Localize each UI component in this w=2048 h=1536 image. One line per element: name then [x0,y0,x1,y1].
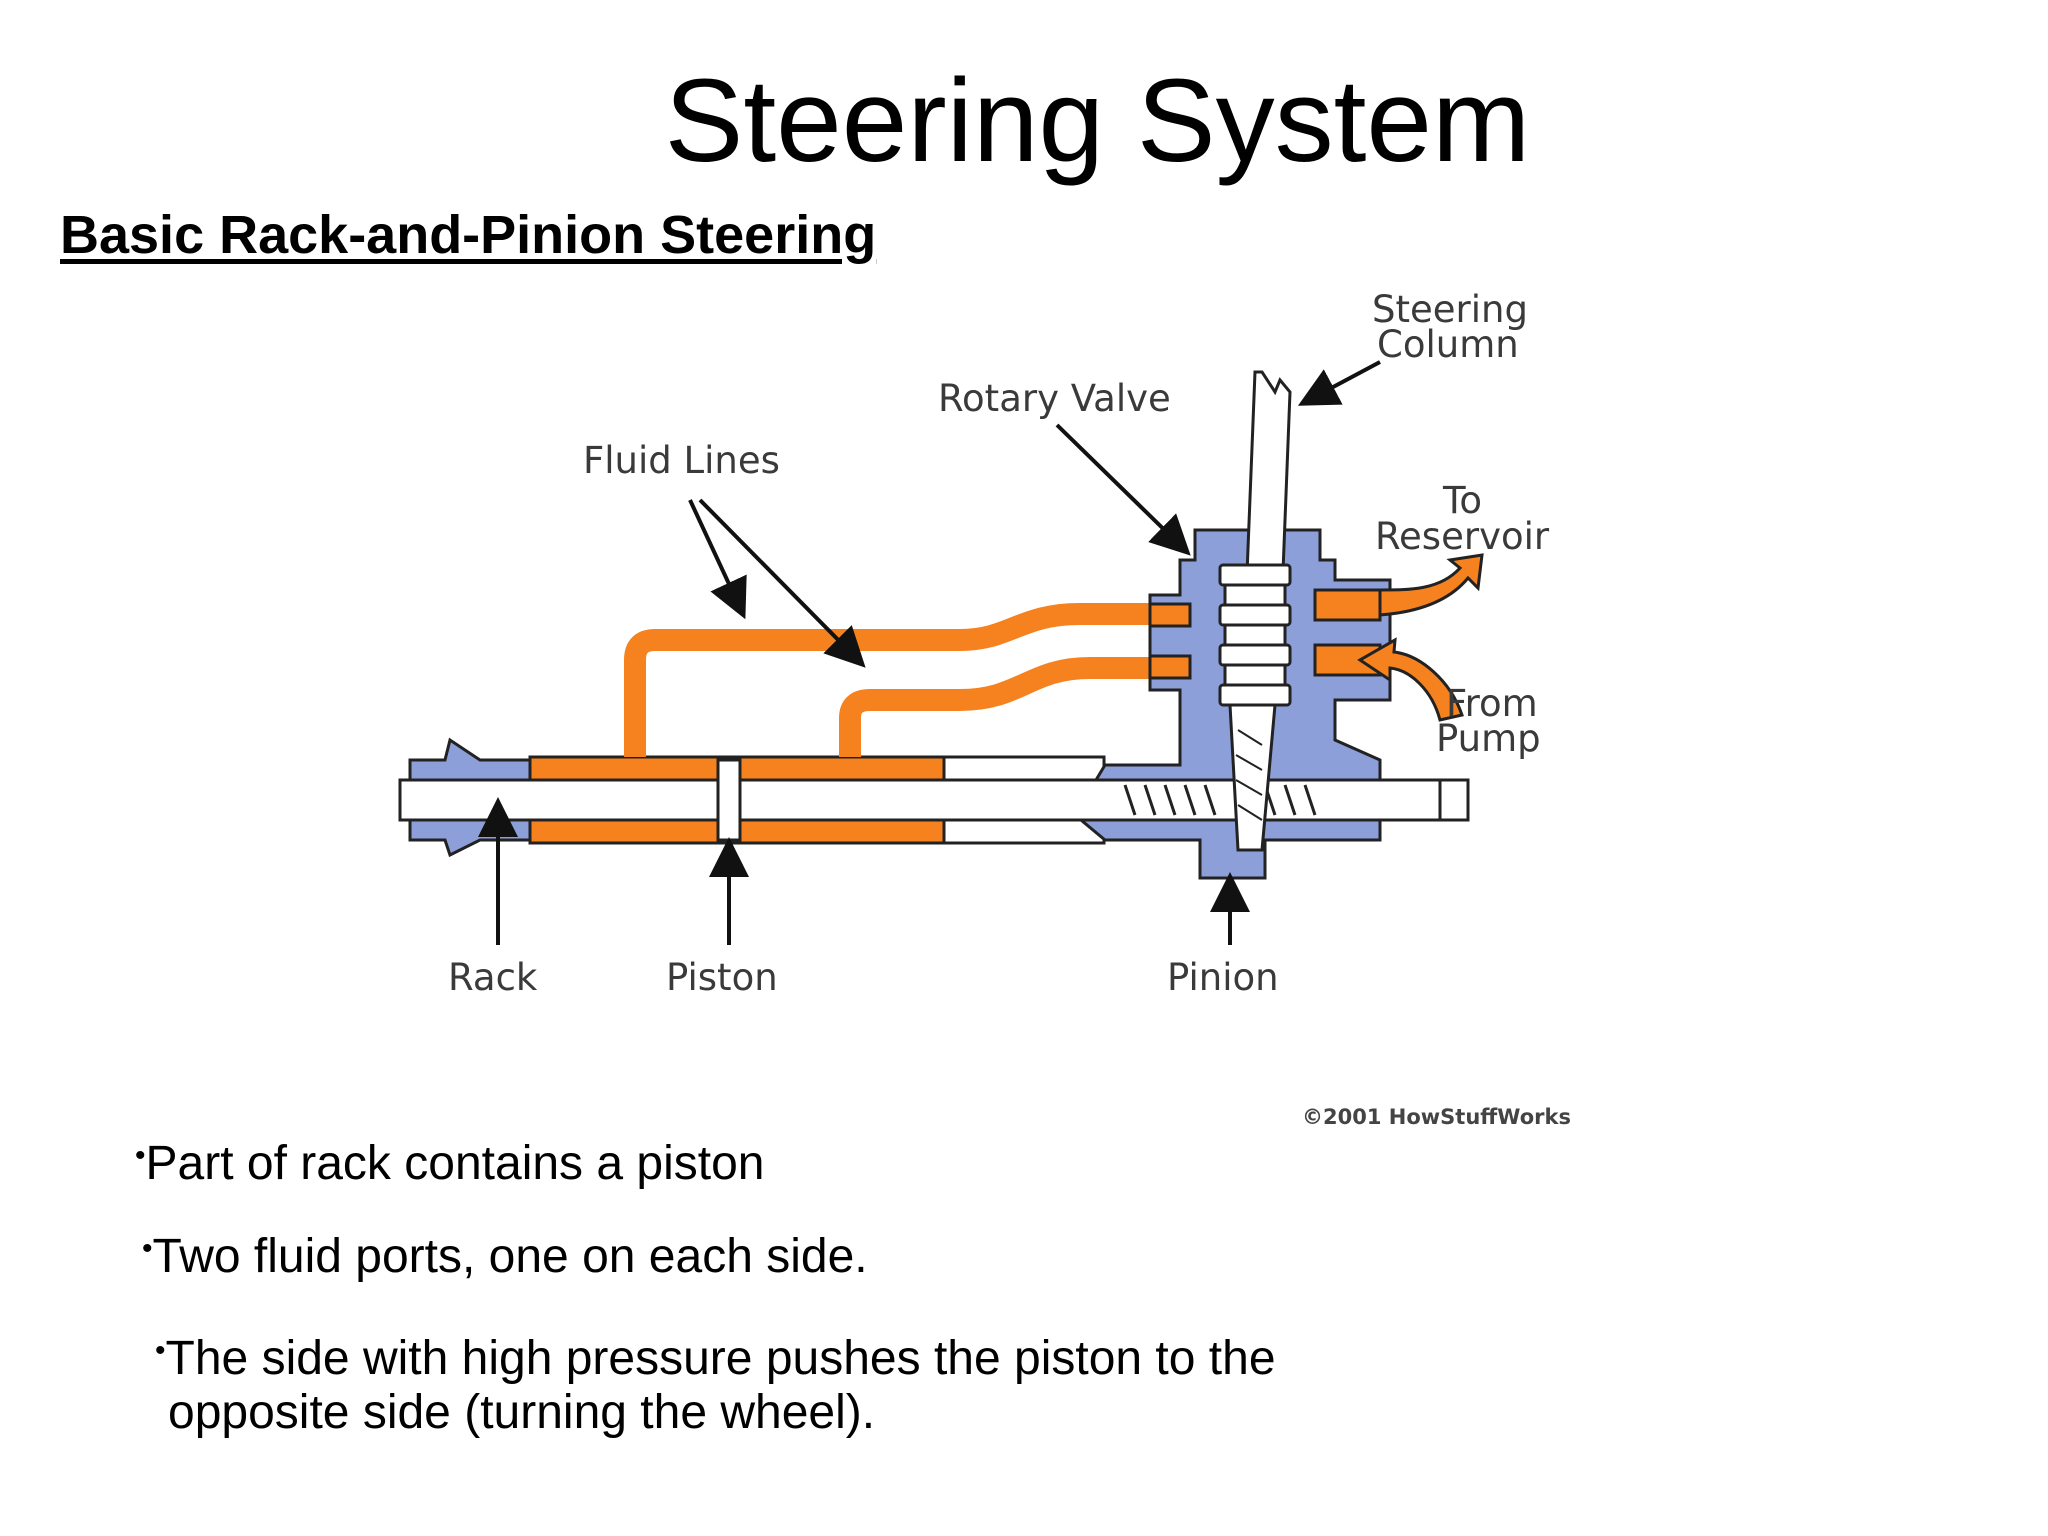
bullet-item: •The side with high pressure pushes the … [155,1320,1276,1390]
to-reservoir-arrow [1378,553,1484,617]
fluid-line-upper [624,603,1185,757]
bullet-glyph: • [142,1232,153,1265]
fluid-lines-arrow-1 [688,499,747,620]
bullet-glyph: • [155,1334,166,1367]
bullet-text: Part of rack contains a piston [145,1137,765,1190]
bullet-item: •Part of rack contains a piston [135,1125,765,1195]
bullet-text: Two fluid ports, one on each side. [152,1230,868,1283]
steering-column-label-2: Column [1377,323,1519,366]
to-reservoir-label-1: To [1442,479,1482,522]
rotary-valve-spool [1218,563,1292,707]
fluid-lines-label: Fluid Lines [583,439,780,482]
pinion-gear [1228,703,1277,852]
from-pump-label-1: From [1446,682,1538,725]
rack-end-right [1438,778,1470,822]
bullet-continuation: opposite side (turning the wheel). [168,1382,875,1444]
piston-label: Piston [666,956,778,999]
piston [716,758,742,842]
fluid-line-lower [839,657,1185,757]
rack-label: Rack [448,956,538,999]
slide-title: Steering System [664,55,1531,187]
rotary-valve-label: Rotary Valve [938,377,1171,420]
steering-column-arrow [1297,360,1381,406]
bullet-text: opposite side (turning the wheel). [168,1386,876,1439]
bullet-glyph: • [135,1139,146,1172]
steering-column-label-1: Steering [1372,288,1528,331]
rack-bar [398,778,1467,822]
slide-subtitle: Basic Rack-and-Pinion Steering [60,205,877,265]
fluid-lines-arrow-2 [698,498,866,668]
from-pump-label-2: Pump [1436,717,1541,760]
to-reservoir-label-2: Reservoir [1375,515,1550,558]
bullet-text: The side with high pressure pushes the p… [165,1332,1276,1385]
pinion-label: Pinion [1167,956,1279,999]
bullet-item: •Two fluid ports, one on each side. [142,1218,868,1288]
from-pump-arrow [1357,637,1464,722]
copyright-text: ©2001 HowStuffWorks [1302,1105,1571,1129]
rotary-valve-arrow [1055,423,1191,556]
